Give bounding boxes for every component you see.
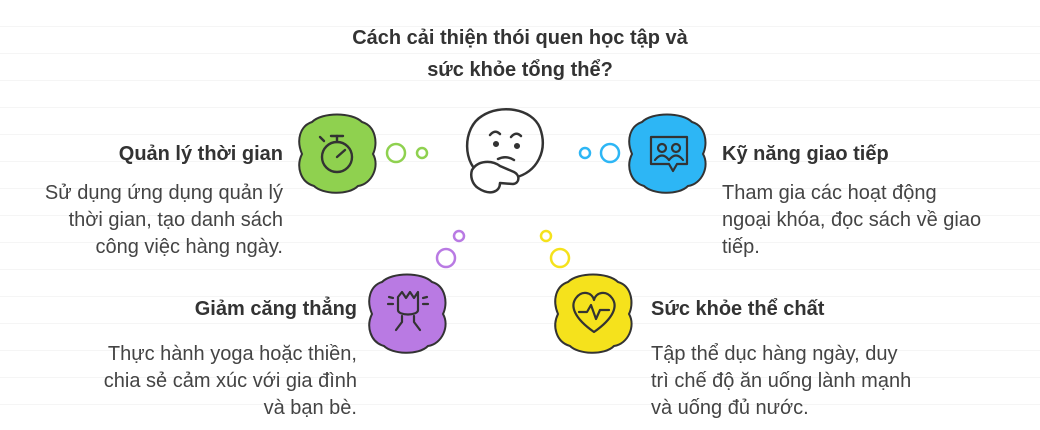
desc-stress-reduction: Thực hành yoga hoặc thiền, chia sẻ cảm x… (104, 341, 357, 422)
heart-pulse-icon (554, 273, 633, 354)
desc-line: ngoại khóa, đọc sách về giao (722, 209, 982, 231)
heading-physical-health: Sức khỏe thể chất (651, 298, 825, 320)
desc-line: trì chế độ ăn uống lành mạnh (651, 370, 912, 392)
desc-line: và bạn bè. (263, 397, 357, 419)
desc-line: thời gian, tạo danh sách (68, 209, 283, 231)
desc-communication-skills: Tham gia các hoạt động ngoại khóa, đọc s… (722, 180, 981, 261)
title-line-1: Cách cải thiện thói quen học tập và (352, 27, 688, 49)
heading-communication-skills: Kỹ năng giao tiếp (722, 143, 889, 165)
dot-purple-small (452, 229, 466, 243)
desc-line: và uống đủ nước. (651, 397, 809, 419)
thinking-face-icon (465, 108, 544, 194)
desc-line: Tham gia các hoạt động (722, 182, 937, 204)
desc-line: Thực hành yoga hoặc thiền, (107, 343, 357, 365)
desc-line: Tập thể dục hàng ngày, duy (651, 343, 898, 365)
dot-yellow-large (549, 247, 571, 269)
people-chat-icon (628, 113, 707, 194)
connector-dots (385, 142, 621, 269)
stressed-person-icon (368, 273, 447, 354)
dot-purple-large (435, 247, 457, 269)
desc-line: tiếp. (722, 236, 760, 258)
dot-blue-large (599, 142, 621, 164)
desc-physical-health: Tập thể dục hàng ngày, duy trì chế độ ăn… (651, 341, 911, 422)
diagram-title: Cách cải thiện thói quen học tập và sức … (270, 22, 770, 86)
heading-stress-reduction: Giảm căng thẳng (194, 298, 357, 320)
dot-blue-small (578, 146, 592, 160)
desc-line: chia sẻ cảm xúc với gia đình (103, 370, 357, 392)
dot-green-small (415, 146, 429, 160)
desc-line: Sử dụng ứng dụng quản lý (44, 182, 283, 204)
dot-yellow-small (539, 229, 553, 243)
dot-green-large (385, 142, 407, 164)
heading-time-management: Quản lý thời gian (118, 143, 283, 165)
desc-time-management: Sử dụng ứng dụng quản lý thời gian, tạo … (45, 180, 283, 261)
stopwatch-icon (298, 113, 377, 194)
title-line-2: sức khỏe tổng thể? (427, 59, 613, 81)
desc-line: công việc hàng ngày. (95, 236, 283, 258)
